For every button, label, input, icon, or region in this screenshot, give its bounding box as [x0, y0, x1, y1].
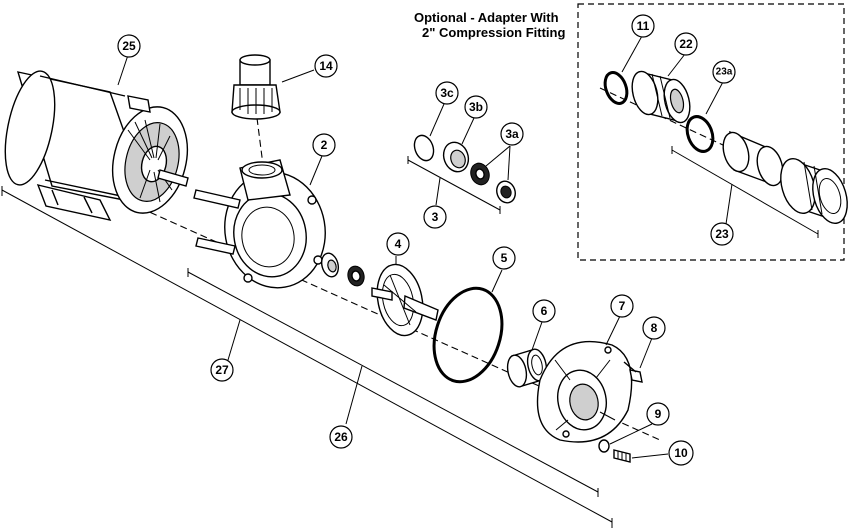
svg-text:27: 27: [215, 363, 229, 377]
callout-22: 22: [674, 32, 698, 56]
svg-text:9: 9: [655, 407, 662, 421]
svg-text:23a: 23a: [716, 67, 733, 78]
optional-title-line2: 2" Compression Fitting: [422, 25, 565, 40]
callout-2: 2: [312, 133, 336, 157]
callout-5: 5: [492, 246, 516, 270]
callout-10: 10: [668, 440, 694, 466]
svg-text:25: 25: [122, 39, 136, 53]
svg-text:3a: 3a: [505, 127, 519, 141]
callout-8: 8: [642, 316, 666, 340]
adapter-parts: [603, 70, 848, 238]
o-ring-5: [432, 286, 504, 384]
seal-assembly: [407, 134, 516, 214]
svg-text:4: 4: [395, 237, 402, 251]
volute-housing: [193, 159, 326, 289]
callout-7: 7: [610, 294, 634, 318]
callouts: 25 14 2 3c 3b 3a 3 4: [117, 14, 736, 466]
assembly-brackets: [1, 186, 613, 528]
svg-text:7: 7: [619, 299, 626, 313]
callout-3a: 3a: [500, 122, 524, 146]
callout-3: 3: [423, 205, 447, 229]
svg-text:2: 2: [321, 138, 328, 152]
svg-text:3: 3: [432, 210, 439, 224]
callout-6: 6: [532, 299, 556, 323]
optional-adapter-box: Optional - Adapter With 2" Compression F…: [414, 3, 845, 261]
svg-text:23: 23: [715, 227, 729, 241]
callout-25: 25: [117, 34, 141, 58]
callout-3c: 3c: [435, 81, 459, 105]
seal-parts-axis: [320, 252, 365, 287]
svg-text:26: 26: [334, 430, 348, 444]
svg-text:14: 14: [319, 59, 333, 73]
callout-23a: 23a: [712, 60, 736, 84]
callout-27: 27: [210, 358, 234, 382]
motor: [4, 70, 189, 221]
svg-text:3b: 3b: [469, 100, 483, 114]
svg-text:10: 10: [674, 446, 688, 460]
cover-plate: [536, 340, 633, 443]
svg-text:22: 22: [679, 37, 693, 51]
callout-11: 11: [631, 14, 655, 38]
leader-lines: [117, 35, 725, 459]
callout-9: 9: [646, 402, 670, 426]
callout-26: 26: [329, 425, 353, 449]
impeller: [371, 263, 439, 337]
drain-plug-parts: [598, 439, 631, 463]
optional-title-line1: Optional - Adapter With: [414, 10, 559, 25]
callout-23: 23: [710, 222, 734, 246]
bolt-8: [623, 361, 643, 383]
svg-text:11: 11: [637, 19, 650, 33]
wear-ring: [506, 348, 548, 388]
callout-3b: 3b: [464, 95, 488, 119]
svg-text:8: 8: [651, 321, 658, 335]
svg-text:3c: 3c: [440, 86, 454, 100]
svg-text:5: 5: [501, 251, 508, 265]
callout-14: 14: [314, 54, 338, 78]
svg-text:6: 6: [541, 304, 548, 318]
union-fitting: [231, 54, 281, 120]
callout-4: 4: [386, 232, 410, 256]
